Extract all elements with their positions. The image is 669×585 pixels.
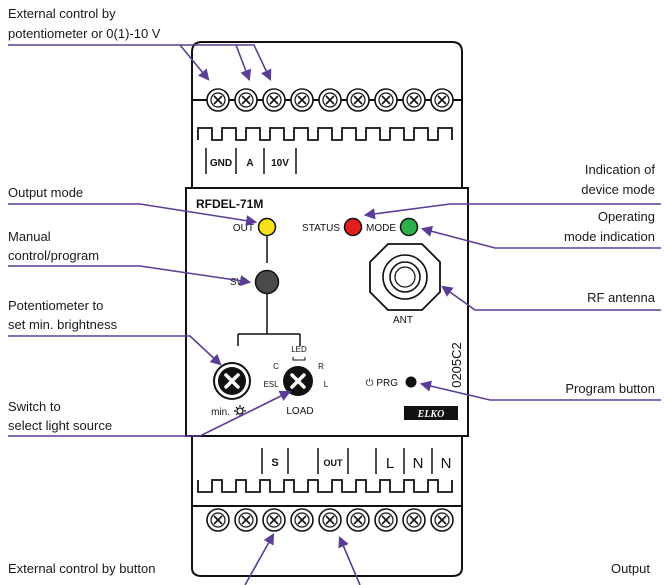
ant-label: ANT	[393, 315, 413, 326]
load-label-esl: ESL	[263, 380, 279, 389]
callout-output-mode: Output mode	[8, 185, 83, 200]
min-brightness-knob[interactable]	[213, 362, 251, 400]
bottom-screw-2	[234, 508, 258, 532]
mode-indicator	[399, 217, 419, 237]
bottom-screw-4	[290, 508, 314, 532]
load-label-c: C	[273, 362, 279, 371]
bottom-screw-6	[346, 508, 370, 532]
terminal-gnd: GND	[210, 158, 232, 169]
callout-pot-2: set min. brightness	[8, 317, 118, 332]
load-label: LOAD	[286, 406, 313, 417]
bottom-screw-1	[206, 508, 230, 532]
load-label-r: R	[318, 362, 324, 371]
callout-operating-2: mode indication	[564, 229, 655, 244]
top-screw-7	[374, 88, 398, 112]
top-screw-9	[430, 88, 454, 112]
prg-button[interactable]	[405, 376, 417, 388]
top-crenellation	[197, 127, 453, 141]
callout-indication-2: device mode	[581, 182, 655, 197]
top-screw-6	[346, 88, 370, 112]
bottom-terminal-screws	[206, 508, 454, 532]
bottom-crenellation	[197, 479, 453, 493]
antenna-connector	[369, 243, 441, 311]
callout-output: Output	[611, 561, 650, 576]
callout-pot-1: Potentiometer to	[8, 298, 103, 313]
device-code: 0205C2	[449, 342, 464, 388]
device-body	[185, 41, 469, 577]
callout-arrows	[8, 44, 661, 585]
terminal-a: A	[246, 158, 253, 169]
callout-rf-antenna: RF antenna	[587, 290, 656, 305]
model-name: RFDEL-71M	[196, 197, 263, 211]
callout-ext-button: External control by button	[8, 561, 155, 576]
terminal-n2: N	[441, 455, 452, 472]
top-screw-8	[402, 88, 426, 112]
terminal-out: OUT	[324, 458, 344, 468]
callout-manual-2: control/program	[8, 248, 99, 263]
terminal-l: L	[386, 455, 394, 472]
callout-program-button: Program button	[565, 381, 655, 396]
top-terminal-labels: GND A 10V	[205, 148, 297, 174]
callout-switch-1: Switch to	[8, 399, 61, 414]
top-terminal-screws	[206, 88, 454, 112]
terminal-n1: N	[413, 455, 424, 472]
callout-indication-1: Indication of	[585, 162, 655, 177]
top-screw-2	[234, 88, 258, 112]
bottom-screw-8	[402, 508, 426, 532]
min-label: min.	[211, 407, 230, 418]
mode-label: MODE	[366, 223, 396, 234]
status-label: STATUS	[302, 223, 340, 234]
callout-manual-1: Manual	[8, 229, 51, 244]
callout-operating-1: Operating	[598, 209, 655, 224]
callout-external-control-2: potentiometer or 0(1)-10 V	[8, 26, 161, 41]
callout-switch-2: select light source	[8, 418, 112, 433]
top-screw-3	[262, 88, 286, 112]
sw-label: SW	[230, 277, 247, 288]
top-screw-4	[290, 88, 314, 112]
bottom-screw-5	[318, 508, 342, 532]
status-indicator	[343, 217, 363, 237]
callout-external-control-1: External control by	[8, 6, 116, 21]
terminal-s: S	[271, 457, 278, 469]
terminal-10v: 10V	[271, 158, 289, 169]
top-screw-5	[318, 88, 342, 112]
top-screw-1	[206, 88, 230, 112]
bottom-screw-7	[374, 508, 398, 532]
out-label: OUT	[233, 223, 254, 234]
brightness-icon	[234, 405, 246, 417]
svg-text:ELKO: ELKO	[417, 409, 445, 420]
out-indicator	[257, 217, 277, 237]
load-label-l: L	[324, 380, 329, 389]
load-selector-knob[interactable]	[283, 366, 313, 396]
bottom-screw-9	[430, 508, 454, 532]
prg-label: ⏻ PRG	[366, 378, 399, 389]
load-label-led: LED	[291, 345, 307, 354]
bottom-terminal-labels: S OUT L N N	[261, 448, 452, 474]
brand-logo: ELKO	[404, 406, 458, 420]
sw-button[interactable]	[254, 269, 280, 295]
bottom-screw-3	[262, 508, 286, 532]
